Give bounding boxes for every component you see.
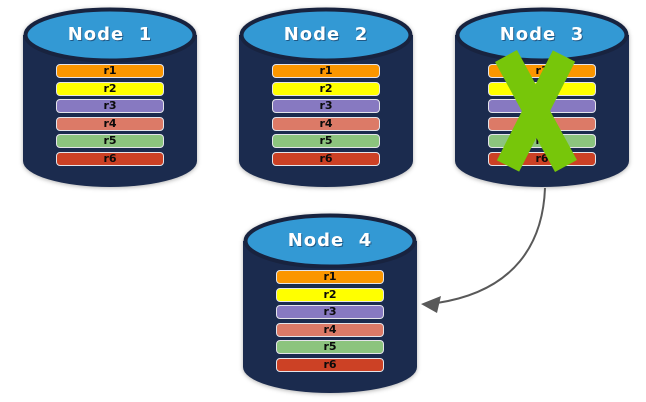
row-r1: r1 [272,64,380,78]
row-stack: r1 r2 r3 r4 r5 r6 [276,270,384,375]
row-r3: r3 [56,99,164,113]
row-r1: r1 [276,270,384,284]
row-r4: r4 [56,116,164,131]
cylinder-top [239,7,413,63]
row-r3: r3 [272,99,380,113]
row-r2: r2 [276,287,384,302]
node-title: Node 3 [499,24,585,45]
row-r5: r5 [56,134,164,148]
cylinder-top [23,7,197,63]
node-title: Node 4 [287,230,373,251]
node-title: Node 1 [67,24,153,45]
row-r4: r4 [276,322,384,337]
row-r4: r4 [272,116,380,131]
node-2: Node 2 r1 r2 r3 r4 r5 r6 [236,6,416,190]
row-r5: r5 [276,340,384,354]
node-title: Node 2 [283,24,369,45]
row-r5: r5 [272,134,380,148]
row-r6: r6 [272,151,380,166]
row-r3: r3 [276,305,384,319]
row-r2: r2 [272,81,380,96]
row-r1: r1 [56,64,164,78]
row-r2: r2 [56,81,164,96]
failure-x-icon [495,50,577,172]
node-1: Node 1 r1 r2 r3 r4 r5 r6 [20,6,200,190]
arrow-head-icon [421,296,441,313]
cylinder-top [243,213,417,269]
node-4: Node 4 r1 r2 r3 r4 r5 r6 [240,212,420,396]
row-stack: r1 r2 r3 r4 r5 r6 [272,64,380,169]
arrow-curve [436,187,546,304]
row-r6: r6 [56,151,164,166]
row-stack: r1 r2 r3 r4 r5 r6 [56,64,164,169]
cylinder-top [455,7,629,63]
row-r6: r6 [276,357,384,372]
node-3: Node 3 r1 r2 r3 r4 r5 r6 [452,6,632,190]
